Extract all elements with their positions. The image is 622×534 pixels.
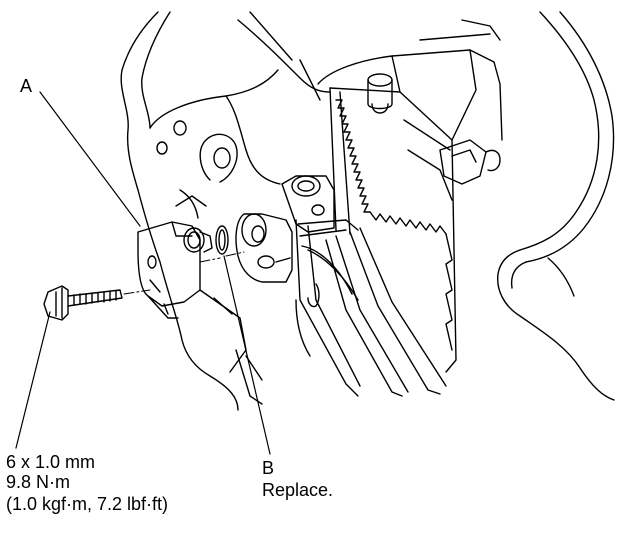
- snap-ring: [215, 225, 229, 255]
- serrated-rack: [299, 59, 457, 373]
- callout-b-note: Replace.: [262, 480, 334, 500]
- top-post: [367, 73, 393, 114]
- side-lever: [419, 11, 615, 401]
- leader-line-bolt: [15, 311, 51, 449]
- trim-panel: [317, 49, 503, 185]
- bolt: [43, 285, 123, 321]
- rail-knuckle: [281, 175, 335, 233]
- assembly-axis: [123, 251, 245, 295]
- mounting-bracket: [137, 221, 213, 319]
- leader-line-b: [223, 255, 271, 455]
- callout-a-label: A: [20, 76, 33, 96]
- callout-b-label: B: [262, 458, 275, 478]
- bolt-torque-nm: 9.8 N·m: [6, 472, 71, 492]
- bolt-torque-alt: (1.0 kgf·m, 7.2 lbf·ft): [6, 494, 169, 514]
- body-bracket: [120, 11, 331, 411]
- seat-rail: [295, 219, 447, 397]
- leader-line-a: [39, 91, 141, 227]
- bushing-collar: [235, 213, 293, 283]
- bolt-size-spec: 6 x 1.0 mm: [6, 452, 96, 472]
